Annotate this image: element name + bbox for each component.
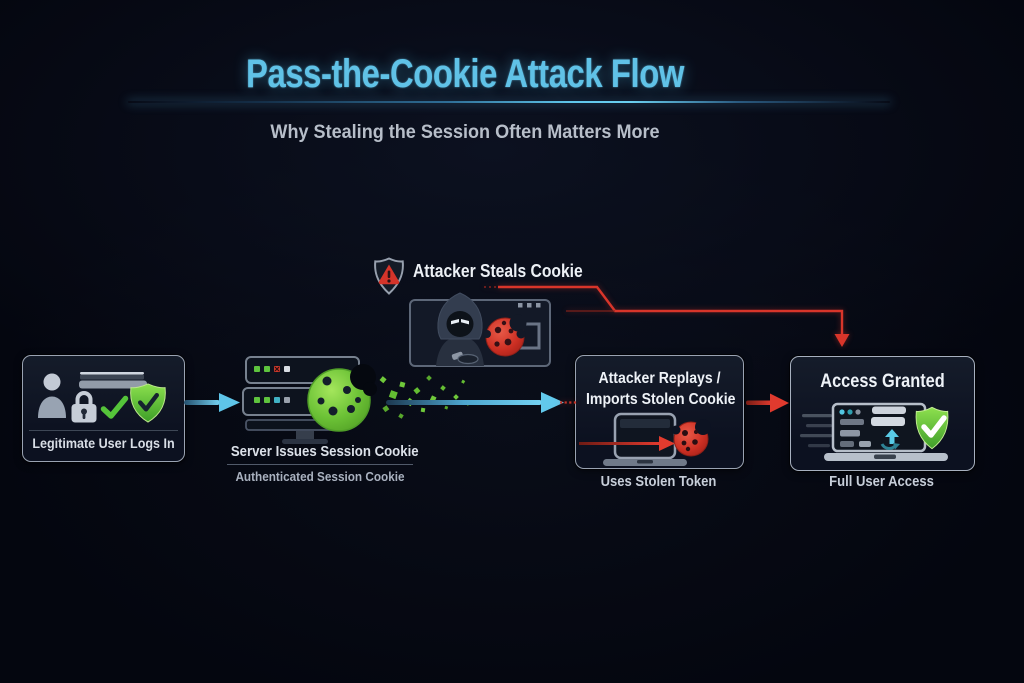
red-cookie-icon [671,419,711,457]
shield-check-icon [915,406,949,450]
red-replay-arrow [579,442,659,445]
replay-box-title: Attacker Replays / Imports Stolen Cookie [586,370,736,408]
laptop-closed-icon [79,372,147,389]
flow-arrow-replay-to-access [746,393,789,413]
user-box-label: Legitimate User Logs In [32,436,175,451]
user-box-divider [29,430,178,431]
server-node-label: Server Issues Session Cookie [230,444,419,460]
subtitle-wrap: Why Stealing the Session Often Matters M… [0,122,930,144]
access-box-caption: Full User Access [829,474,934,490]
attacker-node-label: Attacker Steals Cookie [413,261,583,281]
header: Pass-the-Cookie Attack Flow [0,52,930,97]
access-graphic [800,402,949,461]
server-label-divider [227,464,413,465]
speed-lines [800,414,832,448]
checkmark-icon [100,395,129,419]
lock-icon [71,391,97,423]
replay-box: Attacker Replays / Imports Stolen Cookie [575,355,744,469]
sync-arrows-icon [880,429,900,450]
green-cookie-icon [307,364,471,432]
shield-check-icon [130,383,166,423]
replay-box-caption: Uses Stolen Token [600,474,717,490]
title-divider [128,101,890,103]
server-node-sublabel: Authenticated Session Cookie [235,470,405,484]
access-box-title: Access Granted [820,371,945,392]
flow-arrow-user-to-server [184,393,240,412]
warning-shield-icon [374,257,404,295]
laptop-open-icon [579,412,711,466]
page-title: Pass-the-Cookie Attack Flow [246,52,684,96]
access-box: Access Granted [790,356,975,471]
user-box: Legitimate User Logs In [22,355,185,462]
browser-window-icon [409,292,551,367]
page-subtitle: Why Stealing the Session Often Matters M… [270,122,660,143]
hooded-attacker-icon [436,292,484,366]
user-icon [38,373,66,418]
cookie-crumbs [379,375,471,419]
